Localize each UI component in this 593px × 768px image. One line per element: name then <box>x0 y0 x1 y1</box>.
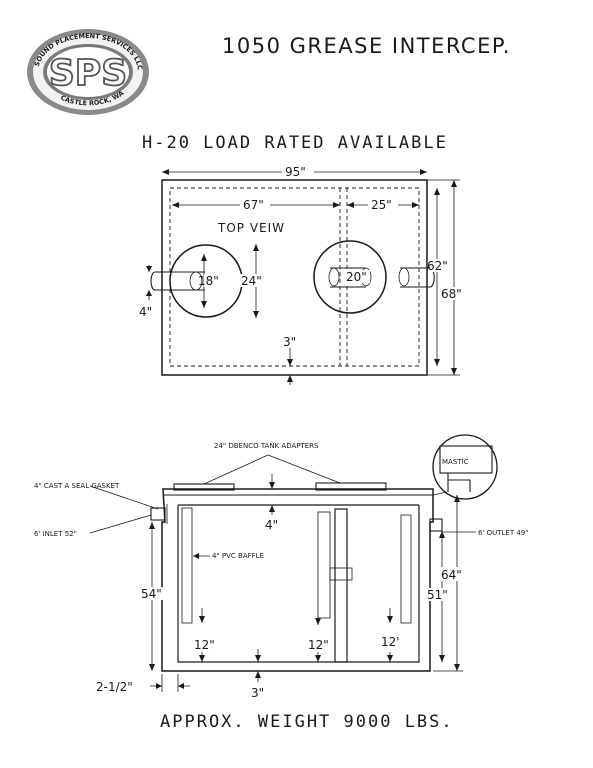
logo-initials: SPS <box>49 53 127 94</box>
callout-mastic: MASTIC <box>442 458 469 466</box>
page-subtitle: H-20 LOAD RATED AVAILABLE <box>142 133 448 153</box>
callout-gasket: 4" CAST A SEAL GASKET <box>34 482 120 490</box>
inlet-baffle <box>181 507 193 624</box>
callout-outlet: 6' OUTLET 49" <box>478 529 528 537</box>
sps-logo: SOUND PLACEMENT SERVICES LLC CASTLE ROCK… <box>27 29 149 115</box>
callout-adapters: 24" DBENCO TANK ADAPTERS <box>214 442 319 450</box>
dim-pipe: 4" <box>139 305 152 319</box>
page-footer: APPROX. WEIGHT 9000 LBS. <box>160 712 454 732</box>
dim-width: 95" <box>285 165 306 179</box>
dim-inner-height: 62" <box>427 259 448 273</box>
dim-clear-mid: 12" <box>308 638 329 652</box>
dim-right-chamber: 25" <box>371 198 392 212</box>
right-access-opening <box>313 240 387 314</box>
callout-baffle: 4" PVC BAFFLE <box>212 552 264 560</box>
top-view-label: TOP VEIW <box>217 221 285 235</box>
dim-total-height: 64" <box>441 568 462 582</box>
dim-clear-right: 12' <box>381 635 400 649</box>
section-view: 24" DBENCO TANK ADAPTERS 4" CAST A SEAL … <box>34 434 528 700</box>
dim-lid: 4" <box>265 518 278 532</box>
dim-wall-offset: 2-1/2" <box>96 680 133 694</box>
page-title: 1050 GREASE INTERCEP. <box>222 34 511 58</box>
dim-outer-height: 68" <box>441 287 462 301</box>
dim-inlet-height: 54" <box>141 587 162 601</box>
dim-left-chamber: 67" <box>243 198 264 212</box>
tank-inner-wall <box>177 505 420 663</box>
dim-wall: 3" <box>283 335 296 349</box>
callout-inlet: 6' INLET 52" <box>34 530 77 538</box>
dim-clear-left: 12" <box>194 638 215 652</box>
dim-floor: 3" <box>251 686 264 700</box>
top-view-outer-wall <box>161 179 428 376</box>
right-tank-adapter <box>315 482 387 491</box>
top-view: 95" 67" 25" TOP VEIW 18" 24" <box>139 165 466 385</box>
mastic-detail <box>432 434 498 500</box>
dim-right-opening: 20" <box>346 270 367 284</box>
outlet-baffle <box>400 514 412 624</box>
dim-outlet-height: 51" <box>427 588 448 602</box>
tank-outer-shell <box>161 488 434 672</box>
dim-left-opening: 18" <box>198 274 219 288</box>
dim-opening-span: 24" <box>241 274 262 288</box>
baffle-wall <box>334 508 348 663</box>
